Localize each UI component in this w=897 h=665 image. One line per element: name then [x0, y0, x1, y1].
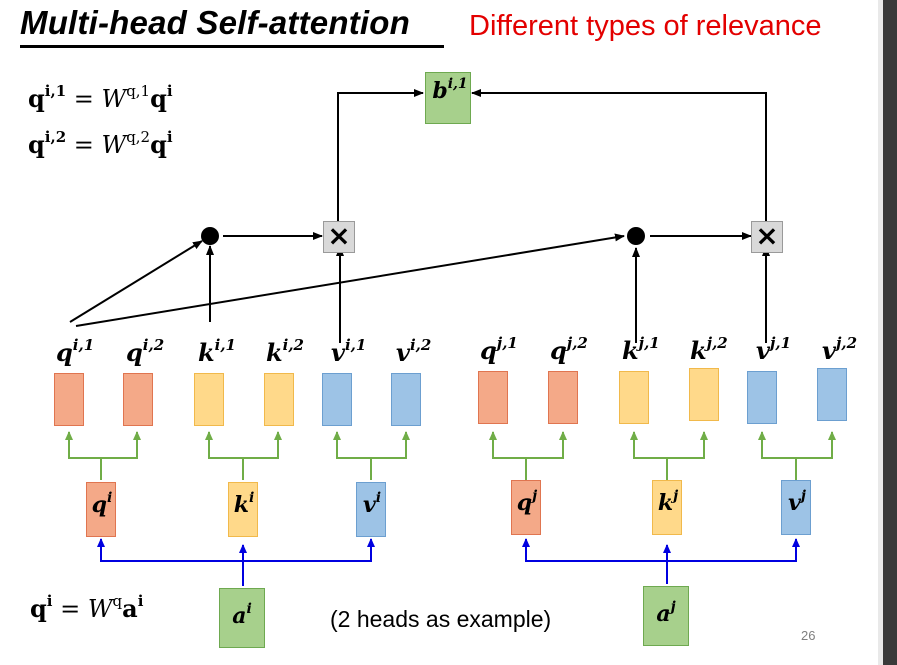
head-split-arrows [65, 431, 836, 480]
vector-v-box [356, 482, 386, 537]
head-vector-k [619, 371, 649, 424]
vector-label: vi [362, 490, 382, 518]
head-vector-v [391, 373, 421, 426]
head-label: vj,1 [756, 334, 792, 366]
scrollbar-track[interactable] [878, 0, 883, 665]
equation-q-i1: qi,1 = Wq,1qi [28, 82, 173, 114]
head-label: ki,2 [266, 336, 304, 368]
input-a-i-box [219, 588, 265, 648]
heads-note: (2 heads as example) [330, 606, 552, 632]
head-label: qj,2 [550, 334, 588, 366]
vector-q-box [86, 482, 116, 537]
input-label: ai [232, 601, 252, 629]
multiply-node [751, 221, 783, 253]
head-vector-v [817, 368, 847, 421]
dot-product-node [627, 227, 645, 245]
head-label: kj,2 [690, 334, 728, 366]
attention-lines [69, 89, 770, 343]
dot-product-node [201, 227, 219, 245]
head-label: vi,1 [331, 336, 367, 368]
head-vector-q [54, 373, 84, 426]
vector-label: kj [657, 488, 679, 516]
vector-label: qj [516, 488, 538, 516]
head-vector-v [747, 371, 777, 424]
multiply-node [323, 221, 355, 253]
head-label: qi,2 [126, 336, 165, 368]
head-label: vj,2 [822, 334, 858, 366]
head-vector-q [123, 373, 153, 426]
head-vector-q [548, 371, 578, 424]
output-b-box [425, 72, 471, 124]
vector-q-box [511, 480, 541, 535]
vector-label: ki [233, 490, 255, 518]
multiply-symbol: × [327, 219, 351, 252]
output-b-label: bi,1 [432, 76, 468, 104]
input-label: aj [656, 599, 676, 627]
title-underline [20, 45, 444, 48]
vector-label: qi [91, 490, 113, 518]
equation-q-i2: qi,2 = Wq,2qi [28, 128, 173, 160]
head-vector-k [689, 368, 719, 421]
vector-k-box [652, 480, 682, 535]
multiply-symbol: × [755, 219, 779, 252]
head-label: qi,1 [56, 336, 95, 368]
head-label: ki,1 [198, 336, 236, 368]
head-label: vi,2 [396, 336, 432, 368]
head-vector-v [322, 373, 352, 426]
head-vector-k [194, 373, 224, 426]
vector-v-box [781, 480, 811, 535]
head-vector-q [478, 371, 508, 424]
vector-k-box [228, 482, 258, 537]
equation-q-i: qi = Wqai [30, 592, 144, 624]
head-label: qj,1 [480, 334, 518, 366]
slide-title: Multi-head Self-attention [20, 4, 410, 41]
slide-subtitle: Different types of relevance [469, 10, 822, 42]
head-vector-k [264, 373, 294, 426]
input-projection-arrows [97, 538, 800, 586]
vector-label: vj [788, 488, 806, 516]
scrollbar[interactable] [883, 0, 897, 665]
input-a-j-box [643, 586, 689, 646]
head-label: kj,1 [622, 334, 660, 366]
page-number: 26 [801, 628, 816, 643]
